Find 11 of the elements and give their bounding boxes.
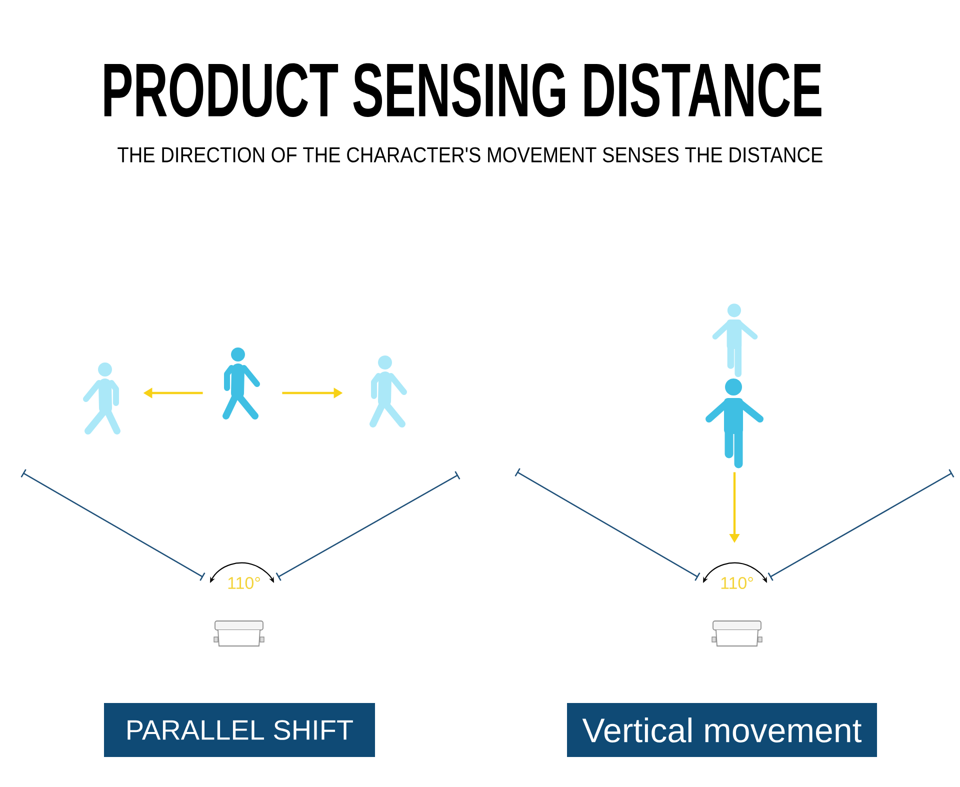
angle-label: 110° [228, 576, 260, 590]
label-box: PARALLEL SHIFT [104, 703, 375, 757]
angle-label: 110° [721, 576, 753, 590]
subtitle: THE DIRECTION OF THE CHARACTER'S MOVEMENT SENSES THE DISTANCE [118, 147, 822, 162]
walking-person [222, 348, 260, 420]
walking-person [83, 362, 120, 434]
standing-person [712, 304, 758, 378]
title: PRODUCT SENSING DISTANCE [104, 63, 822, 117]
walking-person [370, 356, 407, 428]
label-box: Vertical movement [567, 703, 878, 757]
standing-person [706, 378, 764, 468]
